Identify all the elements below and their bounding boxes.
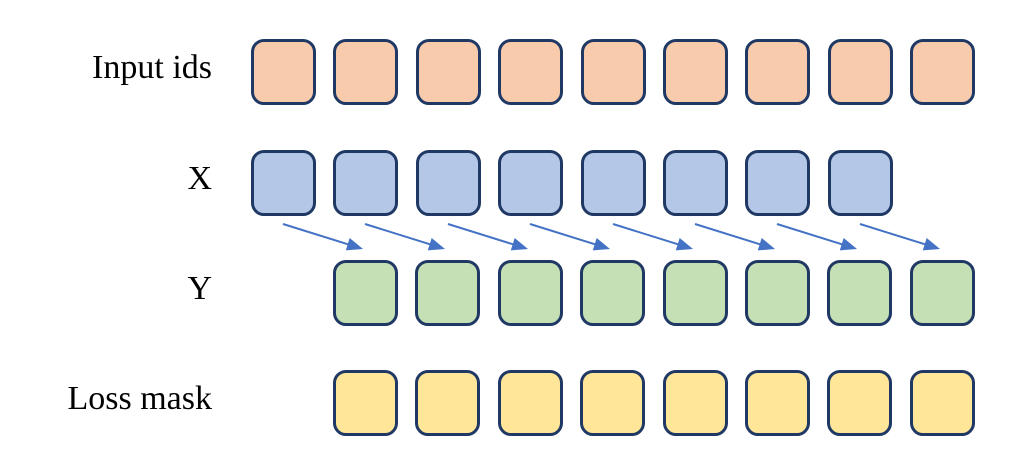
cell-y-4 — [580, 260, 645, 326]
cell-loss-mask-7 — [827, 370, 892, 436]
cell-loss-mask-1 — [333, 370, 398, 436]
row-label-loss-mask: Loss mask — [67, 379, 213, 417]
cell-input-ids-6 — [663, 39, 728, 105]
cell-y-2 — [415, 260, 480, 326]
cell-loss-mask-4 — [580, 370, 645, 436]
cell-loss-mask-5 — [663, 370, 728, 436]
row-label-y: Y — [187, 269, 212, 307]
cell-y-3 — [498, 260, 563, 326]
arrow-x-to-y-1 — [282, 223, 363, 251]
cell-input-ids-9 — [910, 39, 975, 105]
cell-x-4 — [498, 150, 563, 216]
arrow-x-to-y-7 — [776, 223, 857, 251]
cell-loss-mask-2 — [415, 370, 480, 436]
row-label-x: X — [187, 159, 212, 197]
arrow-x-to-y-4 — [529, 223, 610, 251]
arrow-x-to-y-5 — [612, 223, 693, 251]
cell-y-8 — [910, 260, 975, 326]
arrow-x-to-y-2 — [364, 223, 445, 251]
cell-y-1 — [333, 260, 398, 326]
cell-y-5 — [663, 260, 728, 326]
cell-x-8 — [828, 150, 893, 216]
cell-x-3 — [416, 150, 481, 216]
cell-input-ids-5 — [581, 39, 646, 105]
cell-x-7 — [745, 150, 810, 216]
cell-y-7 — [827, 260, 892, 326]
cell-input-ids-4 — [498, 39, 563, 105]
cell-loss-mask-8 — [910, 370, 975, 436]
cell-y-6 — [745, 260, 810, 326]
cell-input-ids-2 — [333, 39, 398, 105]
arrow-x-to-y-3 — [447, 223, 528, 251]
arrow-x-to-y-8 — [859, 223, 940, 251]
cell-loss-mask-3 — [498, 370, 563, 436]
arrow-x-to-y-6 — [694, 223, 775, 251]
cell-loss-mask-6 — [745, 370, 810, 436]
cell-x-2 — [333, 150, 398, 216]
cell-input-ids-8 — [828, 39, 893, 105]
cell-input-ids-7 — [745, 39, 810, 105]
cell-input-ids-1 — [251, 39, 316, 105]
cell-x-5 — [581, 150, 646, 216]
row-label-input-ids: Input ids — [92, 48, 212, 86]
cell-x-1 — [251, 150, 316, 216]
cell-x-6 — [663, 150, 728, 216]
cell-input-ids-3 — [416, 39, 481, 105]
